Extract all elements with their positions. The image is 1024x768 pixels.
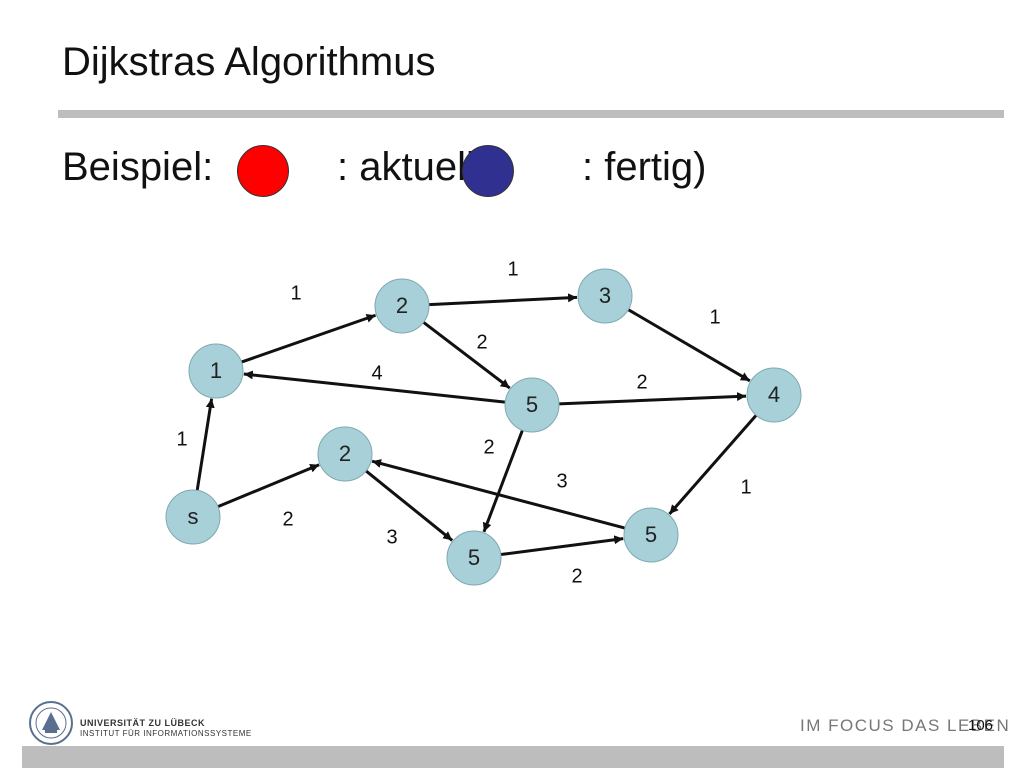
legend-done-text: : fertig): [582, 145, 707, 189]
graph-node-s: [165, 489, 221, 545]
edge-weight-e-a: 4: [371, 362, 382, 384]
edge-e-d: [558, 392, 747, 406]
graph-node-h: [623, 507, 679, 563]
edge-c-d: [627, 308, 751, 383]
graph-node-f: [317, 426, 373, 482]
edge-weight-s-f: 2: [282, 508, 293, 530]
university-name: UNIVERSITÄT ZU LÜBECK: [80, 718, 205, 728]
graph-node-label-g: 5: [468, 545, 480, 570]
graph-node-a: [188, 343, 244, 399]
graph-node-g: [446, 530, 502, 586]
graph-node-d: [746, 367, 802, 423]
graph-node-label-c: 3: [599, 283, 611, 308]
edge-b-e: [422, 321, 511, 390]
edge-weight-b-c: 1: [507, 258, 518, 280]
edge-weight-h-f: 3: [556, 470, 567, 492]
edge-d-h: [668, 414, 758, 515]
university-seal-logo: [29, 701, 73, 745]
edge-weight-b-e: 2: [476, 331, 487, 353]
graph-node-label-d: 4: [768, 382, 780, 407]
edge-weight-a-b: 1: [290, 282, 301, 304]
title-divider: [58, 110, 1004, 118]
edge-weight-e-g: 2: [483, 436, 494, 458]
legend-done-marker: [462, 145, 514, 197]
edge-b-c: [428, 293, 578, 307]
graph-node-label-s: s: [188, 504, 199, 529]
graph-node-label-f: 2: [339, 441, 351, 466]
edge-s-f: [217, 463, 320, 509]
edge-weight-d-h: 1: [740, 476, 751, 498]
edge-weight-g-h: 2: [571, 565, 582, 587]
edge-weight-c-d: 1: [709, 306, 720, 328]
graph-node-label-b: 2: [396, 293, 408, 318]
legend-current-text: : aktuell: [337, 145, 475, 189]
legend-current-marker: [237, 145, 289, 197]
slogan: IM FOCUS DAS LEBEN: [800, 716, 1011, 735]
graph-node-label-e: 5: [526, 392, 538, 417]
legend-prefix: Beispiel:: [62, 145, 214, 189]
edge-f-g: [365, 469, 454, 542]
edge-h-f: [371, 459, 626, 530]
edge-e-a: [243, 370, 506, 404]
graph-node-c: [577, 268, 633, 324]
graph-node-label-a: 1: [210, 358, 222, 383]
slide-title: Dijkstras Algorithmus: [62, 40, 436, 84]
edge-weight-f-g: 3: [386, 526, 397, 548]
edge-weight-s-a: 1: [176, 428, 187, 450]
edge-s-a: [195, 398, 215, 491]
edge-e-g: [482, 429, 524, 533]
graph-node-label-h: 5: [645, 522, 657, 547]
institute-name: INSTITUT FÜR INFORMATIONSSYSTEME: [80, 729, 252, 738]
graph-node-b: [374, 278, 430, 334]
edge-a-b: [240, 313, 377, 364]
footer-bar: [22, 746, 1004, 768]
page-number: 106: [968, 717, 994, 734]
graph-node-e: [504, 377, 560, 433]
legend: Beispiel: : aktuell : fertig): [62, 145, 962, 200]
edge-weight-e-d: 2: [636, 371, 647, 393]
edge-g-h: [500, 535, 624, 557]
